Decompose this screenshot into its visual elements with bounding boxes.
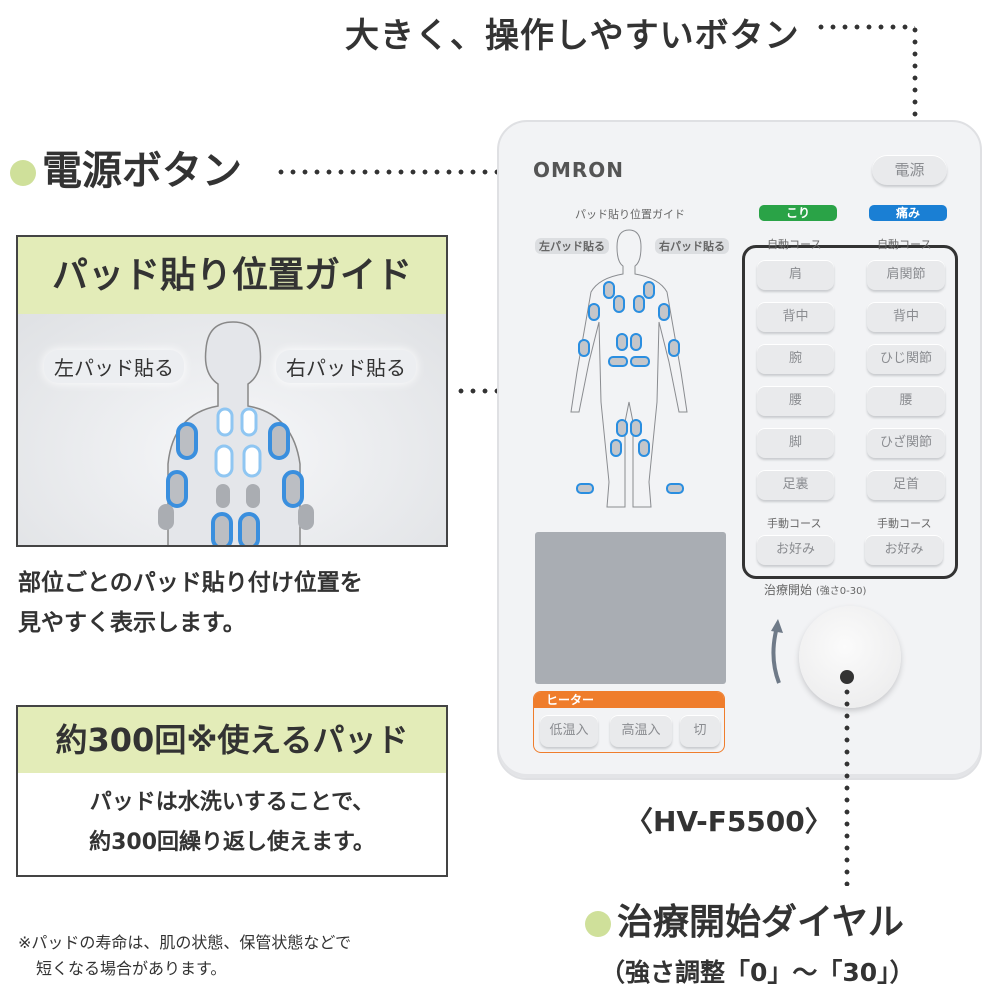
rotate-arrow-icon <box>771 619 783 684</box>
leader-dots <box>844 686 850 886</box>
itami-button-knee-joint[interactable]: ひざ関節 <box>867 428 945 458</box>
footnote-line: ※パッドの寿命は、肌の状態、保管状態などで <box>18 933 352 952</box>
start-label-text: 治療開始 <box>764 583 813 597</box>
itami-button-ankle[interactable]: 足首 <box>867 470 945 500</box>
footnote-line: 短くなる場合があります。 <box>36 959 227 978</box>
leader-dots <box>815 24 915 30</box>
koli-manual-course-label: 手動コース <box>767 517 822 530</box>
leader-end-dot <box>840 670 854 684</box>
heater-label: ヒーター <box>534 692 724 708</box>
itami-favorite-button[interactable]: お好み <box>865 535 943 565</box>
pad-guide-title: パッド貼り位置ガイド <box>18 237 446 314</box>
koli-button-back[interactable]: 背中 <box>757 302 834 332</box>
itami-button-shoulder-joint[interactable]: 肩関節 <box>867 260 945 290</box>
pad-durability-title: 約300回※使えるパッド <box>18 707 446 773</box>
itami-button-waist[interactable]: 腰 <box>867 386 945 416</box>
right-pad-label: 右パッド貼る <box>276 350 416 383</box>
power-heading: 電源ボタン <box>10 138 242 196</box>
strength-range: (強さ0-30) <box>815 586 867 597</box>
koli-button-arm[interactable]: 腕 <box>757 344 834 374</box>
body-figure-icon <box>158 321 314 545</box>
bullet-icon <box>585 911 611 937</box>
itami-manual-course-label: 手動コース <box>877 517 932 530</box>
pad-guide-panel: パッド貼り位置ガイド 左パッド貼る 右パッド貼る <box>16 235 448 547</box>
koli-button-leg[interactable]: 脚 <box>757 428 834 458</box>
right-pad-label: 右パッド貼る <box>655 238 729 254</box>
course-buttons-frame <box>742 245 958 579</box>
buttons-heading: 大きく、操作しやすいボタン <box>345 16 800 56</box>
left-pad-label: 左パッド貼る <box>535 238 609 254</box>
koli-tag: こり <box>759 205 837 221</box>
pad-guide-illustration: 左パッド貼る 右パッド貼る <box>18 314 446 545</box>
heater-high-button[interactable]: 高温入 <box>610 715 672 747</box>
koli-button-waist[interactable]: 腰 <box>757 386 834 416</box>
model-number: 〈HV-F5500〉 <box>625 805 833 838</box>
body-line: 約300回繰り返し使えます。 <box>89 830 375 855</box>
omron-logo: OMRON <box>533 158 625 182</box>
itami-auto-course-label: 自動コース <box>877 238 932 251</box>
heater-low-button[interactable]: 低温入 <box>540 715 598 747</box>
power-button[interactable]: 電源 <box>872 155 947 185</box>
heater-group: ヒーター 低温入 高温入 切 <box>533 691 725 753</box>
power-heading-text: 電源ボタン <box>42 148 242 194</box>
koli-auto-course-label: 自動コース <box>767 238 822 251</box>
lcd-display <box>535 532 726 684</box>
koli-button-shoulder[interactable]: 肩 <box>757 260 834 290</box>
heater-off-button[interactable]: 切 <box>680 715 720 747</box>
pad-durability-panel: 約300回※使えるパッド パッドは水洗いすることで、 約300回繰り返し使えます… <box>16 705 448 877</box>
koli-button-sole[interactable]: 足裏 <box>757 470 834 500</box>
treatment-start-dial[interactable] <box>799 606 901 708</box>
left-pad-label: 左パッド貼る <box>44 350 184 383</box>
itami-button-elbow-joint[interactable]: ひじ関節 <box>867 344 945 374</box>
koli-favorite-button[interactable]: お好み <box>757 535 834 565</box>
desc-line: 部位ごとのパッド貼り付け位置を <box>18 570 363 596</box>
dial-heading: 治療開始ダイヤル <box>585 893 904 945</box>
footnote: ※パッドの寿命は、肌の状態、保管状態などで 短くなる場合があります。 <box>18 930 351 982</box>
itami-button-back[interactable]: 背中 <box>867 302 945 332</box>
pad-durability-body: パッドは水洗いすることで、 約300回繰り返し使えます。 <box>18 773 446 875</box>
body-figure-icon <box>570 229 688 508</box>
guide-title: パッド貼り位置ガイド <box>575 208 685 221</box>
device-panel: OMRON 電源 パッド貼り位置ガイド 左パッド貼る 右パッド貼る こり 痛み … <box>497 120 982 780</box>
body-line: パッドは水洗いすることで、 <box>89 790 375 815</box>
pad-guide-description: 部位ごとのパッド貼り付け位置を 見やすく表示します。 <box>18 563 363 643</box>
dial-heading-text: 治療開始ダイヤル <box>617 902 904 943</box>
desc-line: 見やすく表示します。 <box>18 610 246 636</box>
itami-tag: 痛み <box>869 205 947 221</box>
bullet-icon <box>10 160 36 186</box>
dial-subheading: （強さ調整「0」～「30」） <box>600 958 915 987</box>
start-label: 治療開始 (強さ0-30) <box>764 581 866 598</box>
